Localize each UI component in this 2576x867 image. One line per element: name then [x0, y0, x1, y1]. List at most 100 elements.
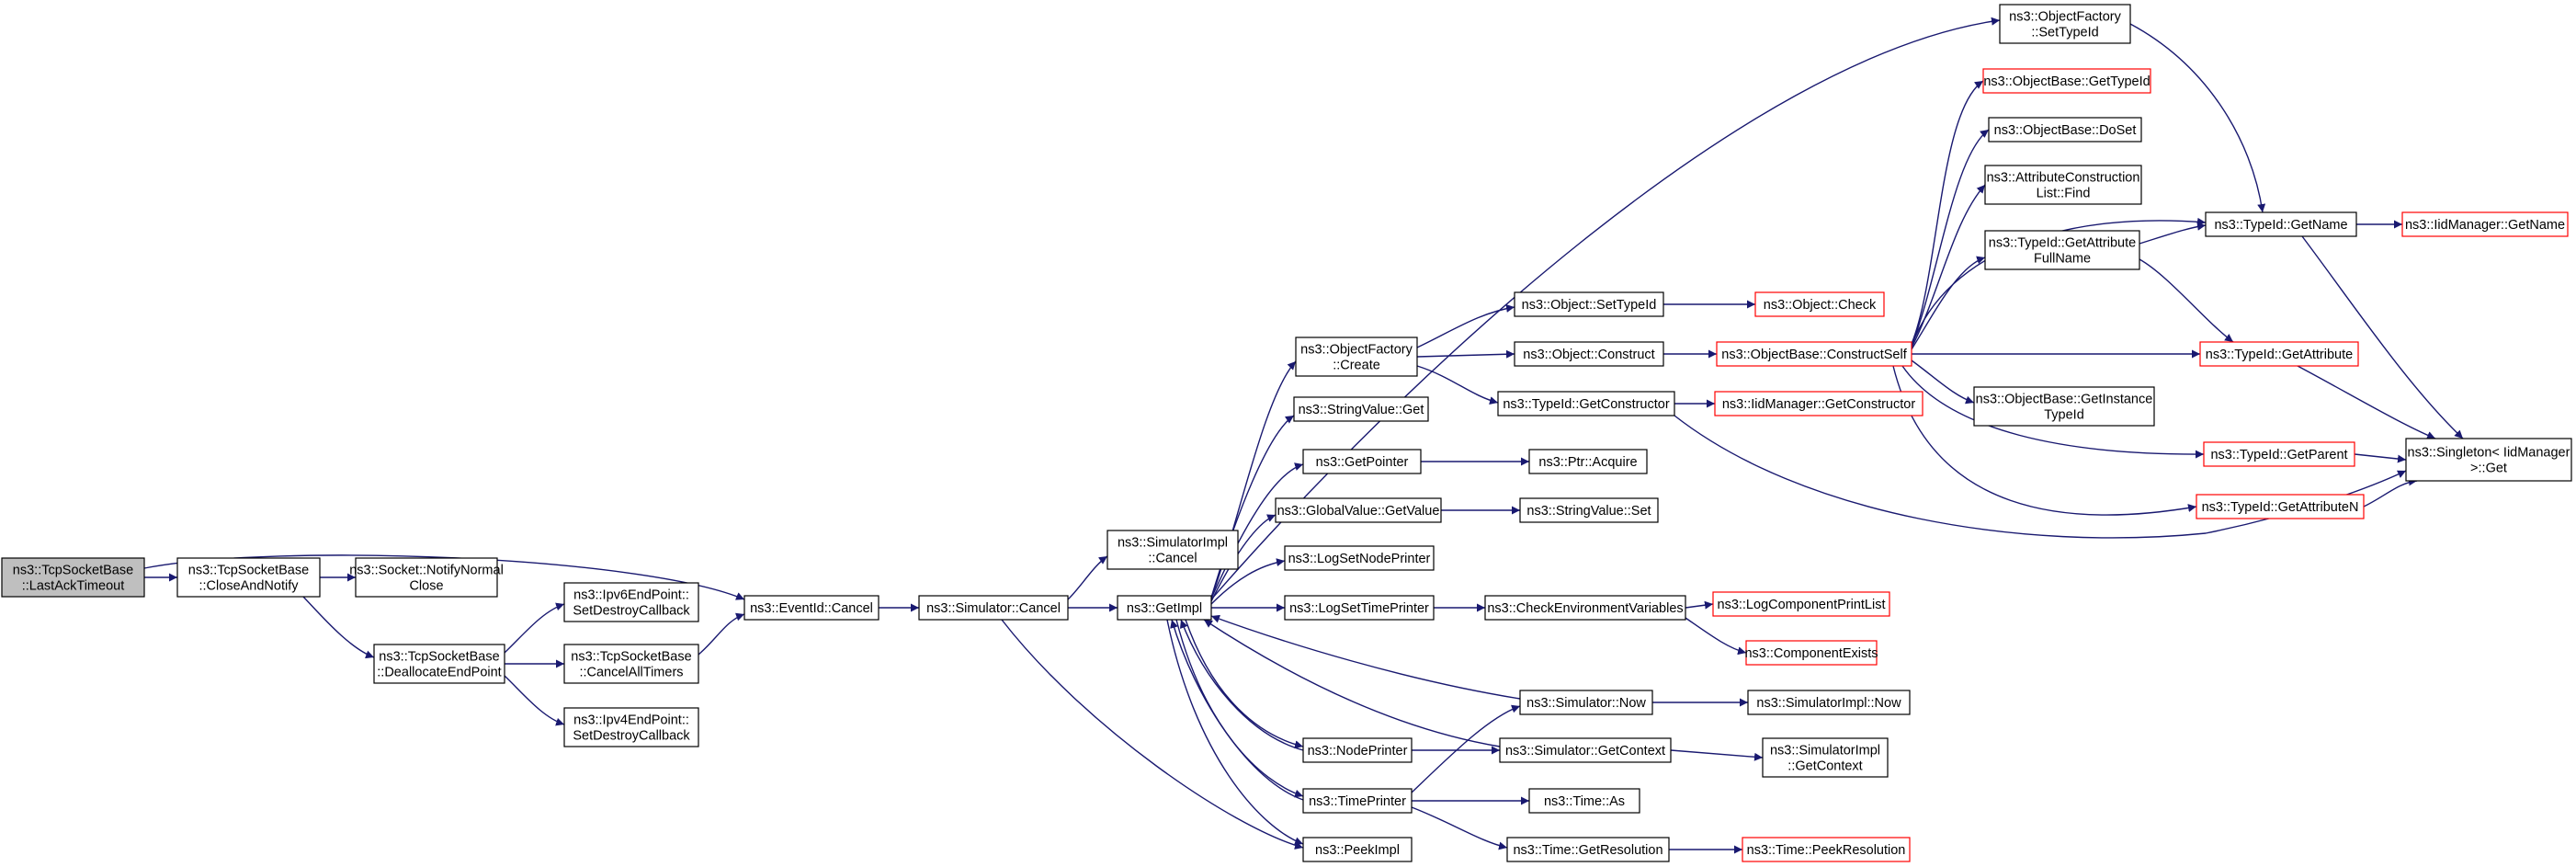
- node-typeid-getname[interactable]: ns3::TypeId::GetName: [2205, 211, 2357, 237]
- node-objectbase-constructself[interactable]: ns3::ObjectBase::ConstructSelf: [1716, 341, 1912, 367]
- node-check-env-vars[interactable]: ns3::CheckEnvironmentVariables: [1484, 595, 1686, 621]
- node-box: [1984, 230, 2140, 270]
- node-simulatorimpl-cancel[interactable]: ns3::SimulatorImpl::Cancel: [1106, 530, 1239, 570]
- node-box: [373, 644, 505, 684]
- node-singleton-get[interactable]: ns3::Singleton< IidManager>::Get: [2405, 438, 2572, 482]
- node-label: ns3::Simulator::Now: [1526, 696, 1646, 711]
- node-box: [176, 557, 321, 598]
- node-logsettimeprinter[interactable]: ns3::LogSetTimePrinter: [1284, 595, 1435, 621]
- node-simulator-now[interactable]: ns3::Simulator::Now: [1519, 690, 1653, 715]
- node-label: ns3::Simulator::Cancel: [926, 601, 1061, 616]
- node-label: ns3::TypeId::GetParent: [2210, 448, 2347, 462]
- node-close-and-notify[interactable]: ns3::TcpSocketBase::CloseAndNotify: [176, 557, 321, 598]
- node-nodeprinter[interactable]: ns3::NodePrinter: [1302, 737, 1413, 763]
- node-time-peekresolution[interactable]: ns3::Time::PeekResolution: [1742, 837, 1911, 862]
- node-box: [1284, 545, 1435, 571]
- node-componentexists[interactable]: ns3::ComponentExists: [1744, 640, 1878, 666]
- edge-simulator-now-to-getimpl: [1210, 614, 1521, 700]
- node-label: ns3::SimulatorImpl: [1118, 536, 1228, 551]
- node-box: [1982, 68, 2151, 94]
- node-box: [2196, 494, 2365, 519]
- node-time-getresolution[interactable]: ns3::Time::GetResolution: [1506, 837, 1670, 862]
- edge-getimpl-to-getpointer: [1210, 462, 1304, 599]
- node-box: [1742, 837, 1911, 862]
- node-label: ns3::Simulator::GetContext: [1505, 744, 1665, 759]
- node-box: [1506, 837, 1670, 862]
- node-box: [1973, 386, 2155, 427]
- node-iidmanager-getname[interactable]: ns3::IidManager::GetName: [2401, 211, 2569, 237]
- node-simulatorimpl-getcontext[interactable]: ns3::SimulatorImpl::GetContext: [1762, 737, 1889, 778]
- node-simulatorimpl-now[interactable]: ns3::SimulatorImpl::Now: [1747, 690, 1911, 715]
- node-box: [1106, 530, 1239, 570]
- node-deallocate-end-point[interactable]: ns3::TcpSocketBase::DeallocateEndPoint: [373, 644, 505, 684]
- node-peekimpl[interactable]: ns3::PeekImpl: [1302, 837, 1413, 862]
- node-getpointer[interactable]: ns3::GetPointer: [1302, 449, 1422, 474]
- node-objectbase-doset[interactable]: ns3::ObjectBase::DoSet: [1988, 117, 2142, 143]
- node-box: [1712, 591, 1890, 617]
- node-label: ns3::TimePrinter: [1309, 794, 1406, 809]
- node-stringvalue-set[interactable]: ns3::StringValue::Set: [1519, 497, 1659, 523]
- node-typeid-getattribute[interactable]: ns3::TypeId::GetAttribute: [2199, 341, 2359, 367]
- node-label: ns3::AttributeConstruction: [1987, 171, 2140, 186]
- node-label: ns3::PeekImpl: [1315, 843, 1400, 858]
- edge-deallocate-end-point-to-ipv6-set-destroy: [504, 602, 565, 654]
- node-object-settypeid[interactable]: ns3::Object::SetTypeId: [1514, 291, 1664, 317]
- node-box: [1, 557, 145, 598]
- call-edges: [143, 17, 2464, 854]
- node-typeid-getparent[interactable]: ns3::TypeId::GetParent: [2203, 441, 2355, 467]
- node-label: ns3::ObjectBase::ConstructSelf: [1721, 348, 1907, 362]
- node-box: [1984, 165, 2142, 205]
- edge-close-and-notify-to-deallocate-end-point: [302, 596, 375, 659]
- node-label: ns3::ObjectFactory: [1300, 343, 1413, 358]
- node-typeid-getconstructor[interactable]: ns3::TypeId::GetConstructor: [1497, 391, 1675, 416]
- node-box: [1528, 449, 1648, 474]
- node-objectfactory-create[interactable]: ns3::ObjectFactory::Create: [1295, 337, 1418, 377]
- node-label: ns3::ObjectFactory: [2009, 10, 2121, 25]
- node-iidmanager-getconstructor[interactable]: ns3::IidManager::GetConstructor: [1714, 391, 1923, 416]
- node-object-check[interactable]: ns3::Object::Check: [1754, 291, 1885, 317]
- node-label: ::DeallocateEndPoint: [377, 666, 501, 680]
- edge-getimpl-to-globalvalue-getvalue: [1210, 514, 1277, 602]
- edge-cancel-all-timers-to-eventid-cancel: [698, 612, 745, 656]
- node-globalvalue-getvalue[interactable]: ns3::GlobalValue::GetValue: [1275, 497, 1442, 523]
- node-cancel-all-timers[interactable]: ns3::TcpSocketBase::CancelAllTimers: [563, 644, 699, 684]
- node-eventid-cancel[interactable]: ns3::EventId::Cancel: [743, 595, 879, 621]
- node-label: TypeId: [2044, 408, 2084, 423]
- node-objectfactory-settypeid[interactable]: ns3::ObjectFactory::SetTypeId: [1999, 4, 2131, 44]
- edge-timeprinter-to-time-getresolution: [1411, 806, 1508, 850]
- node-label: ::Cancel: [1148, 552, 1197, 566]
- node-label: ns3::TypeId::GetConstructor: [1503, 397, 1670, 412]
- edge-getimpl-to-logsetnodeprinter: [1210, 558, 1286, 605]
- node-label: ::SetTypeId: [2031, 26, 2098, 40]
- edge-typeid-getconstructor-to-singleton-get: [1674, 415, 2407, 539]
- node-simulator-getcontext[interactable]: ns3::Simulator::GetContext: [1499, 737, 1672, 763]
- node-label: ns3::IidManager::GetConstructor: [1722, 397, 1916, 412]
- node-logcomponentprintlist[interactable]: ns3::LogComponentPrintList: [1712, 591, 1890, 617]
- node-ipv6-set-destroy[interactable]: ns3::Ipv6EndPoint::SetDestroyCallback: [563, 582, 699, 622]
- edge-getimpl-to-peekimpl: [1166, 619, 1304, 846]
- node-timeprinter[interactable]: ns3::TimePrinter: [1302, 788, 1413, 814]
- node-label: ns3::TypeId::GetName: [2214, 218, 2347, 233]
- node-object-construct[interactable]: ns3::Object::Construct: [1514, 341, 1664, 367]
- node-ptr-acquire[interactable]: ns3::Ptr::Acquire: [1528, 449, 1648, 474]
- node-objectbase-gettypeid[interactable]: ns3::ObjectBase::GetTypeId: [1982, 68, 2151, 94]
- node-typeid-getattributen[interactable]: ns3::TypeId::GetAttributeN: [2196, 494, 2365, 519]
- edge-objectbase-constructself-to-typeid-getattributen: [1892, 365, 2197, 516]
- node-label: ns3::Singleton< IidManager: [2408, 446, 2570, 461]
- node-label: ns3::EventId::Cancel: [750, 601, 873, 616]
- node-stringvalue-get[interactable]: ns3::StringValue::Get: [1293, 396, 1429, 422]
- node-root[interactable]: ns3::TcpSocketBase::LastAckTimeout: [1, 557, 145, 598]
- node-logsetnodeprinter[interactable]: ns3::LogSetNodePrinter: [1284, 545, 1435, 571]
- node-ipv4-set-destroy[interactable]: ns3::Ipv4EndPoint::SetDestroyCallback: [563, 707, 699, 747]
- node-label: ns3::TypeId::GetAttributeN: [2202, 500, 2359, 515]
- node-simulator-cancel[interactable]: ns3::Simulator::Cancel: [918, 595, 1069, 621]
- node-label: ns3::Object::SetTypeId: [1522, 298, 1657, 313]
- node-time-as[interactable]: ns3::Time::As: [1528, 788, 1640, 814]
- edge-objectbase-constructself-to-objectbase-doset: [1911, 129, 1990, 347]
- node-getimpl[interactable]: ns3::GetImpl: [1117, 595, 1212, 621]
- node-label: ns3::LogComponentPrintList: [1718, 598, 1886, 612]
